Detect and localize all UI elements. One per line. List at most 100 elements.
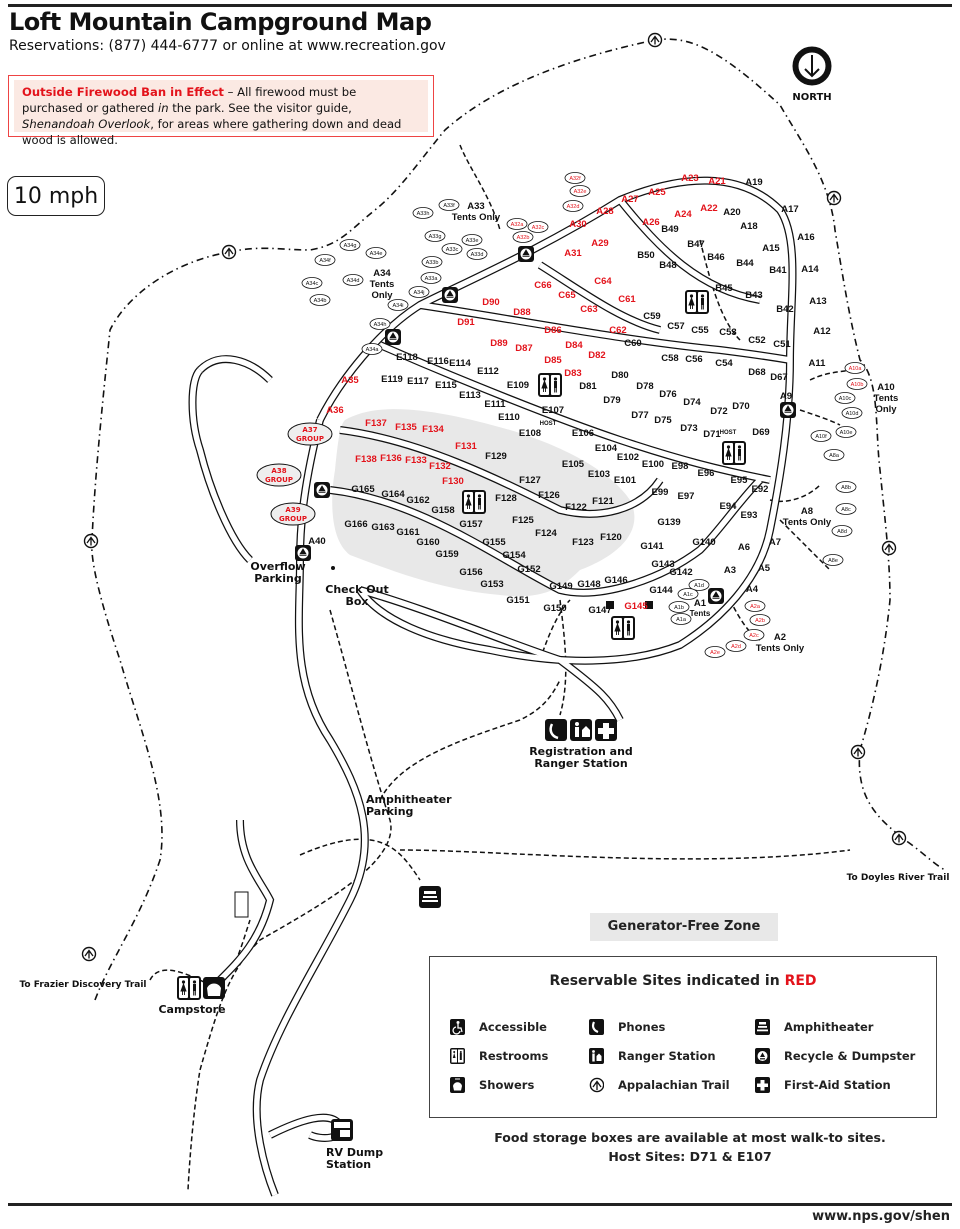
tent-area-a2: A2 [774,632,786,643]
site-label-c56: C56 [685,354,702,365]
tent-area-a10: A10 [877,382,894,393]
walkin-site-a8c: A8c [835,503,857,515]
firewood-ban-text: Outside Firewood Ban in Effect – All fir… [14,80,428,147]
site-label-a9: A9 [780,391,792,402]
site-label-g148: G148 [577,579,600,590]
registration-icons [545,719,617,741]
site-label-e102: E102 [617,452,639,463]
legend-item-amphitheater: Amphitheater [755,1019,873,1035]
rv-dump-label: Station [326,1158,371,1171]
walkin-site-a8a: A8a [823,449,845,461]
tent-area-a1: A1 [694,598,707,609]
svg-text:A33h: A33h [417,211,430,217]
site-label-e117: E117 [407,376,429,387]
site-label-d73: D73 [680,423,697,434]
north-label: NORTH [792,92,832,103]
walkin-site-a1d: A1d [688,579,710,591]
svg-text:A10f: A10f [815,434,827,440]
walkin-site-a2e: A2e [704,646,726,658]
compass: NORTH [784,46,840,103]
accessible-icon [450,1019,465,1035]
site-label-a27: A27 [621,194,638,205]
food-storage-note: Food storage boxes are available at most… [494,1130,886,1145]
legend-title-red: RED [784,973,817,989]
site-label-e94: E94 [720,501,738,512]
walkin-site-a34d: A34d [342,274,364,286]
site-label-d82: D82 [588,350,605,361]
site-label-d76: D76 [659,389,676,400]
amphitheater-parking-label: Amphitheater [366,793,452,806]
site-label-f135: F135 [395,422,417,433]
svg-text:A34a: A34a [366,347,380,353]
walkin-site-a1b: A1b [668,601,690,613]
amphitheater-parking-label: Parking [366,805,413,818]
legend-label: Ranger Station [618,1049,716,1063]
legend-label: Phones [618,1020,666,1034]
walkin-site-a10a: A10a [844,362,866,374]
walkin-site-a10b: A10b [846,378,868,390]
site-label-g151: G151 [506,595,530,606]
registration-label: Ranger Station [534,757,627,770]
walkin-site-a34c: A34c [301,277,323,289]
svg-text:A34h: A34h [374,322,387,328]
site-label-b48: B48 [659,260,676,271]
recycle-icon [294,544,312,562]
site-label-e93: E93 [741,510,758,521]
site-label-e97: E97 [678,491,695,502]
site-label-g157: G157 [459,519,482,530]
walkin-site-a34a: A34a [361,343,383,355]
appalachian-trail-icon [647,32,663,48]
tent-area-a33: A33 [467,201,484,212]
firewood-ban-notice: Outside Firewood Ban in Effect – All fir… [8,75,434,147]
group-site-a39: A39 [285,506,300,514]
svg-text:A10b: A10b [851,382,864,388]
legend-label: First-Aid Station [784,1078,891,1092]
svg-text:A32f: A32f [569,176,581,182]
svg-text:A33b: A33b [426,260,439,266]
site-label-e114: E114 [449,358,471,369]
legend: Reservable Sites indicated in RED Access… [429,956,937,1118]
svg-text:A8d: A8d [837,529,847,535]
campstore-label: Campstore [158,1003,225,1016]
amphitheater-icon [419,886,441,908]
appalachian-trail-icon [826,190,842,206]
site-label-a40: A40 [308,536,325,547]
walkin-site-a10e: A10e [835,426,857,438]
site-label-f129: F129 [485,451,507,462]
site-label-g166: G166 [344,519,367,530]
rv-dump-icon [331,1119,353,1141]
site-label-c55: C55 [691,325,709,336]
site-label-d77: D77 [631,410,648,421]
site-label-e112: E112 [477,366,499,377]
svg-text:A34c: A34c [306,281,319,287]
site-label-f120: F120 [600,532,622,543]
walkin-site-a33a: A33a [420,272,442,284]
tent-area-a8: A8 [801,506,813,517]
site-label-d75: D75 [654,415,672,426]
recycle-icon [779,401,797,419]
site-label-g153: G153 [480,579,503,590]
walkin-site-a2d: A2d [725,640,747,652]
site-label-e113: E113 [459,390,481,401]
page-title: Loft Mountain Campground Map [9,8,432,36]
site-label-a20: A20 [723,207,740,218]
overflow-parking-label: Overflow [250,560,305,573]
host-sites-note: Host Sites: D71 & E107 [608,1149,772,1164]
svg-text:A2c: A2c [749,633,759,639]
walkin-sites: A33hA33fA33gA33eA33dA33cA33bA33aA34gA34f… [301,172,868,658]
group-label: GROUP [279,515,307,523]
walkin-site-a32b: A32b [512,231,534,243]
walkin-site-a33g: A33g [424,230,446,242]
site-label-a18: A18 [740,221,757,232]
site-label-g152: G152 [517,564,540,575]
site-label-f137: F137 [365,418,387,429]
site-label-a11: A11 [809,358,827,369]
notice-text: the park. See the visitor guide, [168,101,352,115]
svg-text:A8b: A8b [841,485,851,491]
site-label-e107: E107 [542,405,564,416]
site-label-g146: G146 [604,575,627,586]
site-label-e99: E99 [652,487,669,498]
site-label-a28: A28 [596,206,613,217]
svg-text:A32d: A32d [567,204,580,210]
